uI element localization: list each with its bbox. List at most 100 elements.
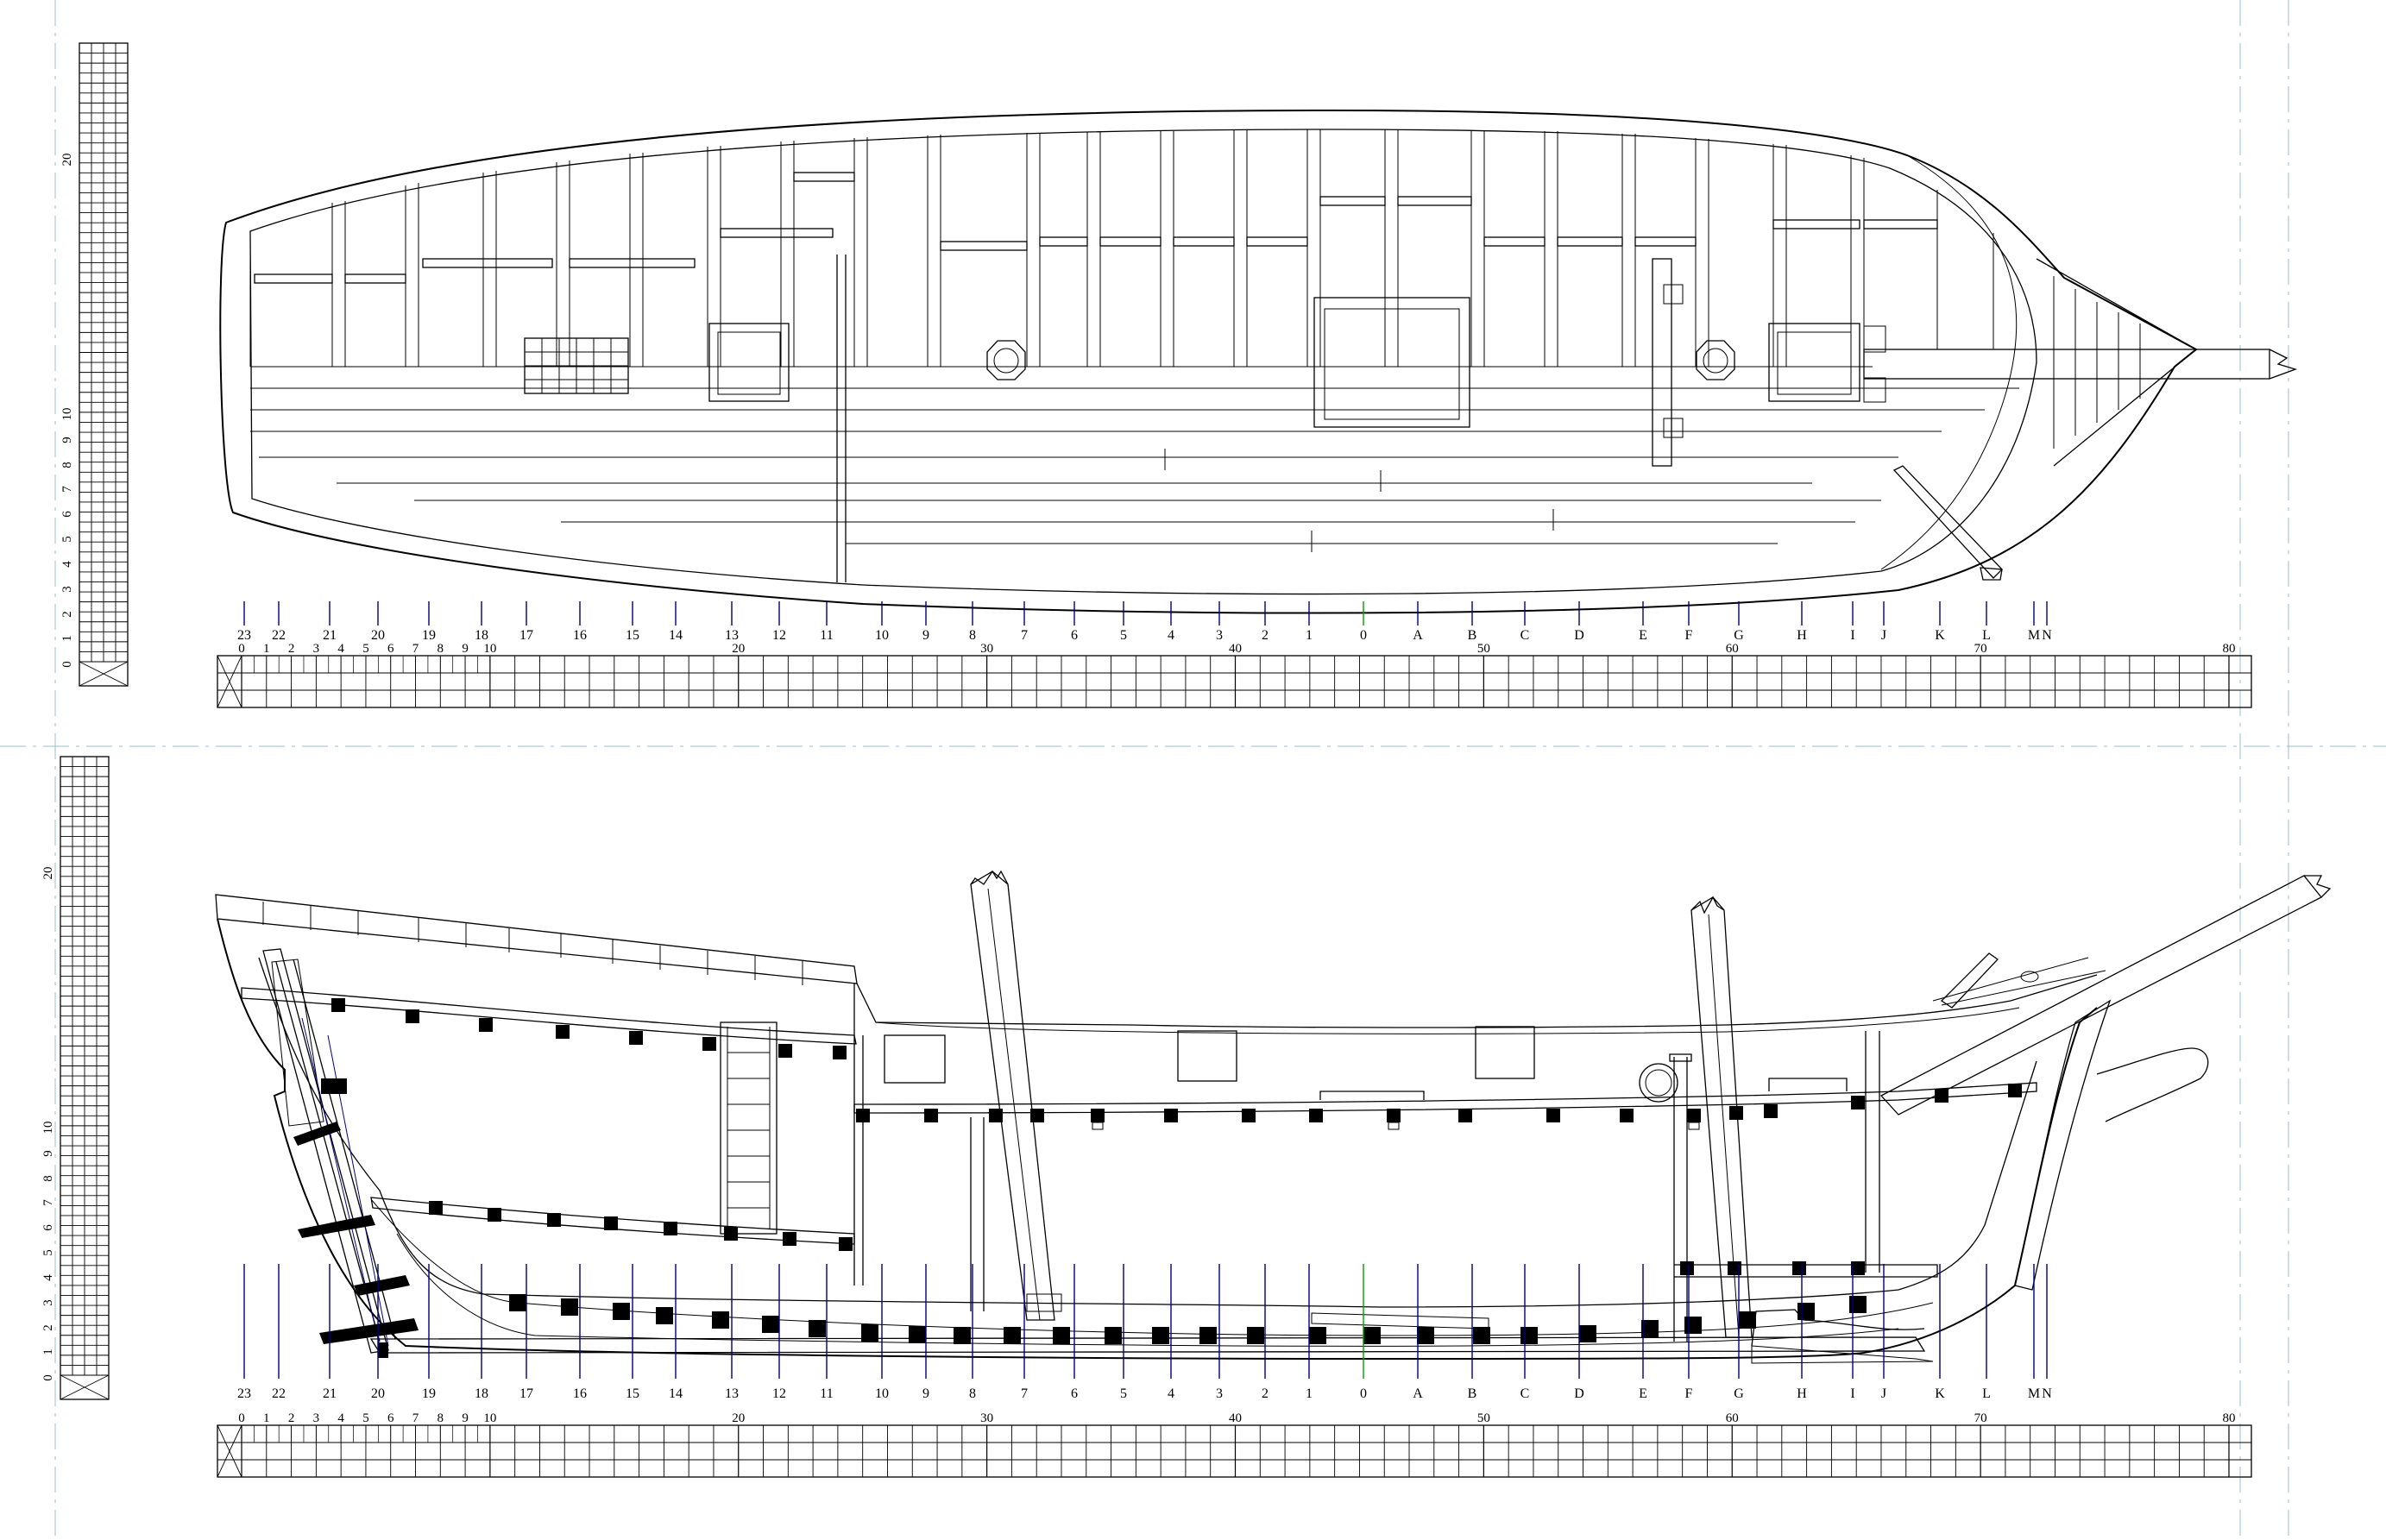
station-label-M: M bbox=[2028, 1386, 2040, 1401]
beam-end-block bbox=[331, 998, 345, 1012]
hscale-label-50: 50 bbox=[1477, 1411, 1490, 1425]
hscale-label-1: 1 bbox=[263, 642, 270, 656]
beam-end-block bbox=[839, 1237, 853, 1251]
profile-keel bbox=[369, 1336, 1926, 1354]
profile-beam-ends bbox=[331, 998, 2022, 1344]
station-label-11: 11 bbox=[820, 628, 833, 643]
profile-stem bbox=[2014, 999, 2112, 1291]
vscale-label-0: 0 bbox=[60, 661, 74, 668]
vscale-label-9: 9 bbox=[41, 1150, 55, 1157]
station-label-G: G bbox=[1734, 1386, 1744, 1401]
beam-end-block bbox=[762, 1316, 779, 1333]
profile-hull-inner bbox=[258, 957, 2037, 1308]
station-label-13: 13 bbox=[725, 1386, 739, 1401]
plan-station-lines bbox=[243, 601, 2048, 625]
station-label-7: 7 bbox=[1021, 628, 1028, 643]
station-label-18: 18 bbox=[475, 1386, 488, 1401]
beam-end-block bbox=[2008, 1084, 2022, 1097]
station-label-K: K bbox=[1935, 628, 1945, 643]
hscale-label-0: 0 bbox=[238, 642, 245, 656]
plan-carlings bbox=[254, 172, 1938, 284]
station-label-L: L bbox=[1982, 628, 1991, 643]
beam-end-block bbox=[1579, 1325, 1596, 1342]
hscale-label-5: 5 bbox=[362, 642, 369, 656]
vscale-label-6: 6 bbox=[60, 511, 74, 518]
beam-end-block bbox=[989, 1109, 1003, 1122]
profile-foremast bbox=[1690, 896, 1753, 1338]
hscale-label-5: 5 bbox=[362, 1411, 369, 1425]
hscale-label-60: 60 bbox=[1726, 642, 1739, 656]
beam-end-block bbox=[1152, 1327, 1169, 1344]
station-label-9: 9 bbox=[922, 628, 929, 643]
station-label-17: 17 bbox=[519, 1386, 533, 1401]
plan-hull-inner bbox=[249, 129, 2037, 595]
station-label-22: 22 bbox=[272, 628, 286, 643]
hscale-label-1: 1 bbox=[263, 1411, 270, 1425]
vscale-label-10: 10 bbox=[41, 1122, 55, 1135]
beam-end-block bbox=[1620, 1109, 1634, 1122]
vscale-label-3: 3 bbox=[60, 586, 74, 593]
beam-end-block bbox=[1520, 1327, 1538, 1344]
station-label-M: M bbox=[2028, 628, 2040, 643]
station-label-6: 6 bbox=[1071, 628, 1078, 643]
plan-deck-planks bbox=[250, 366, 2019, 552]
station-label-8: 8 bbox=[969, 628, 976, 643]
station-label-23: 23 bbox=[237, 1386, 251, 1401]
beam-end-block bbox=[783, 1232, 796, 1246]
hscale-label-20: 20 bbox=[732, 1411, 745, 1425]
beam-end-block bbox=[561, 1298, 578, 1316]
station-label-9: 9 bbox=[922, 1386, 929, 1401]
station-label-F: F bbox=[1685, 1386, 1693, 1401]
plan-capstan-aft bbox=[986, 340, 1026, 380]
beam-end-block bbox=[1030, 1109, 1044, 1122]
station-label-16: 16 bbox=[573, 628, 587, 643]
vscale-label-0: 0 bbox=[41, 1374, 55, 1381]
vscale-label-4: 4 bbox=[41, 1274, 55, 1281]
plan-waterway bbox=[1880, 154, 2018, 570]
profile-stern-rail bbox=[215, 894, 858, 985]
beam-plug bbox=[1092, 1122, 1104, 1130]
beam-end-block bbox=[954, 1327, 971, 1344]
station-label-0: 0 bbox=[1360, 1386, 1367, 1401]
station-label-14: 14 bbox=[669, 1386, 683, 1401]
hscale-label-70: 70 bbox=[1974, 642, 1987, 656]
beam-end-block bbox=[1053, 1327, 1070, 1344]
hscale-label-60: 60 bbox=[1726, 1411, 1739, 1425]
beam-end-block bbox=[1199, 1327, 1217, 1344]
beam-end-block bbox=[1739, 1311, 1756, 1329]
vscale-label-1: 1 bbox=[41, 1348, 55, 1355]
station-label-N: N bbox=[2042, 628, 2052, 643]
beam-end-block bbox=[1417, 1327, 1434, 1344]
station-label-15: 15 bbox=[626, 1386, 639, 1401]
station-label-N: N bbox=[2042, 1386, 2052, 1401]
beam-end-block bbox=[1004, 1327, 1021, 1344]
station-label-3: 3 bbox=[1216, 1386, 1223, 1401]
profile-sheer-line bbox=[856, 974, 2098, 1028]
beam-end-block bbox=[429, 1201, 443, 1215]
plan-deck-beams bbox=[249, 129, 1994, 367]
beam-end-block bbox=[1687, 1109, 1701, 1122]
station-label-4: 4 bbox=[1168, 1386, 1174, 1401]
hscale-label-7: 7 bbox=[412, 642, 419, 656]
vscale-label-20: 20 bbox=[60, 154, 74, 167]
vscale-label-5: 5 bbox=[41, 1249, 55, 1256]
hscale-label-2: 2 bbox=[288, 642, 295, 656]
plan-hatch-fore bbox=[1768, 323, 1860, 402]
beam-end-block bbox=[656, 1307, 673, 1324]
station-label-D: D bbox=[1574, 628, 1584, 643]
vscale-label-6: 6 bbox=[41, 1224, 55, 1231]
station-label-23: 23 bbox=[237, 628, 251, 643]
hscale-label-30: 30 bbox=[980, 1411, 993, 1425]
station-label-13: 13 bbox=[725, 628, 739, 643]
station-label-G: G bbox=[1734, 628, 1744, 643]
hscale-label-8: 8 bbox=[438, 1411, 444, 1425]
station-label-11: 11 bbox=[820, 1386, 833, 1401]
station-label-4: 4 bbox=[1168, 628, 1174, 643]
hscale-label-40: 40 bbox=[1229, 1411, 1242, 1425]
station-label-21: 21 bbox=[323, 1386, 337, 1401]
station-label-10: 10 bbox=[875, 628, 889, 643]
